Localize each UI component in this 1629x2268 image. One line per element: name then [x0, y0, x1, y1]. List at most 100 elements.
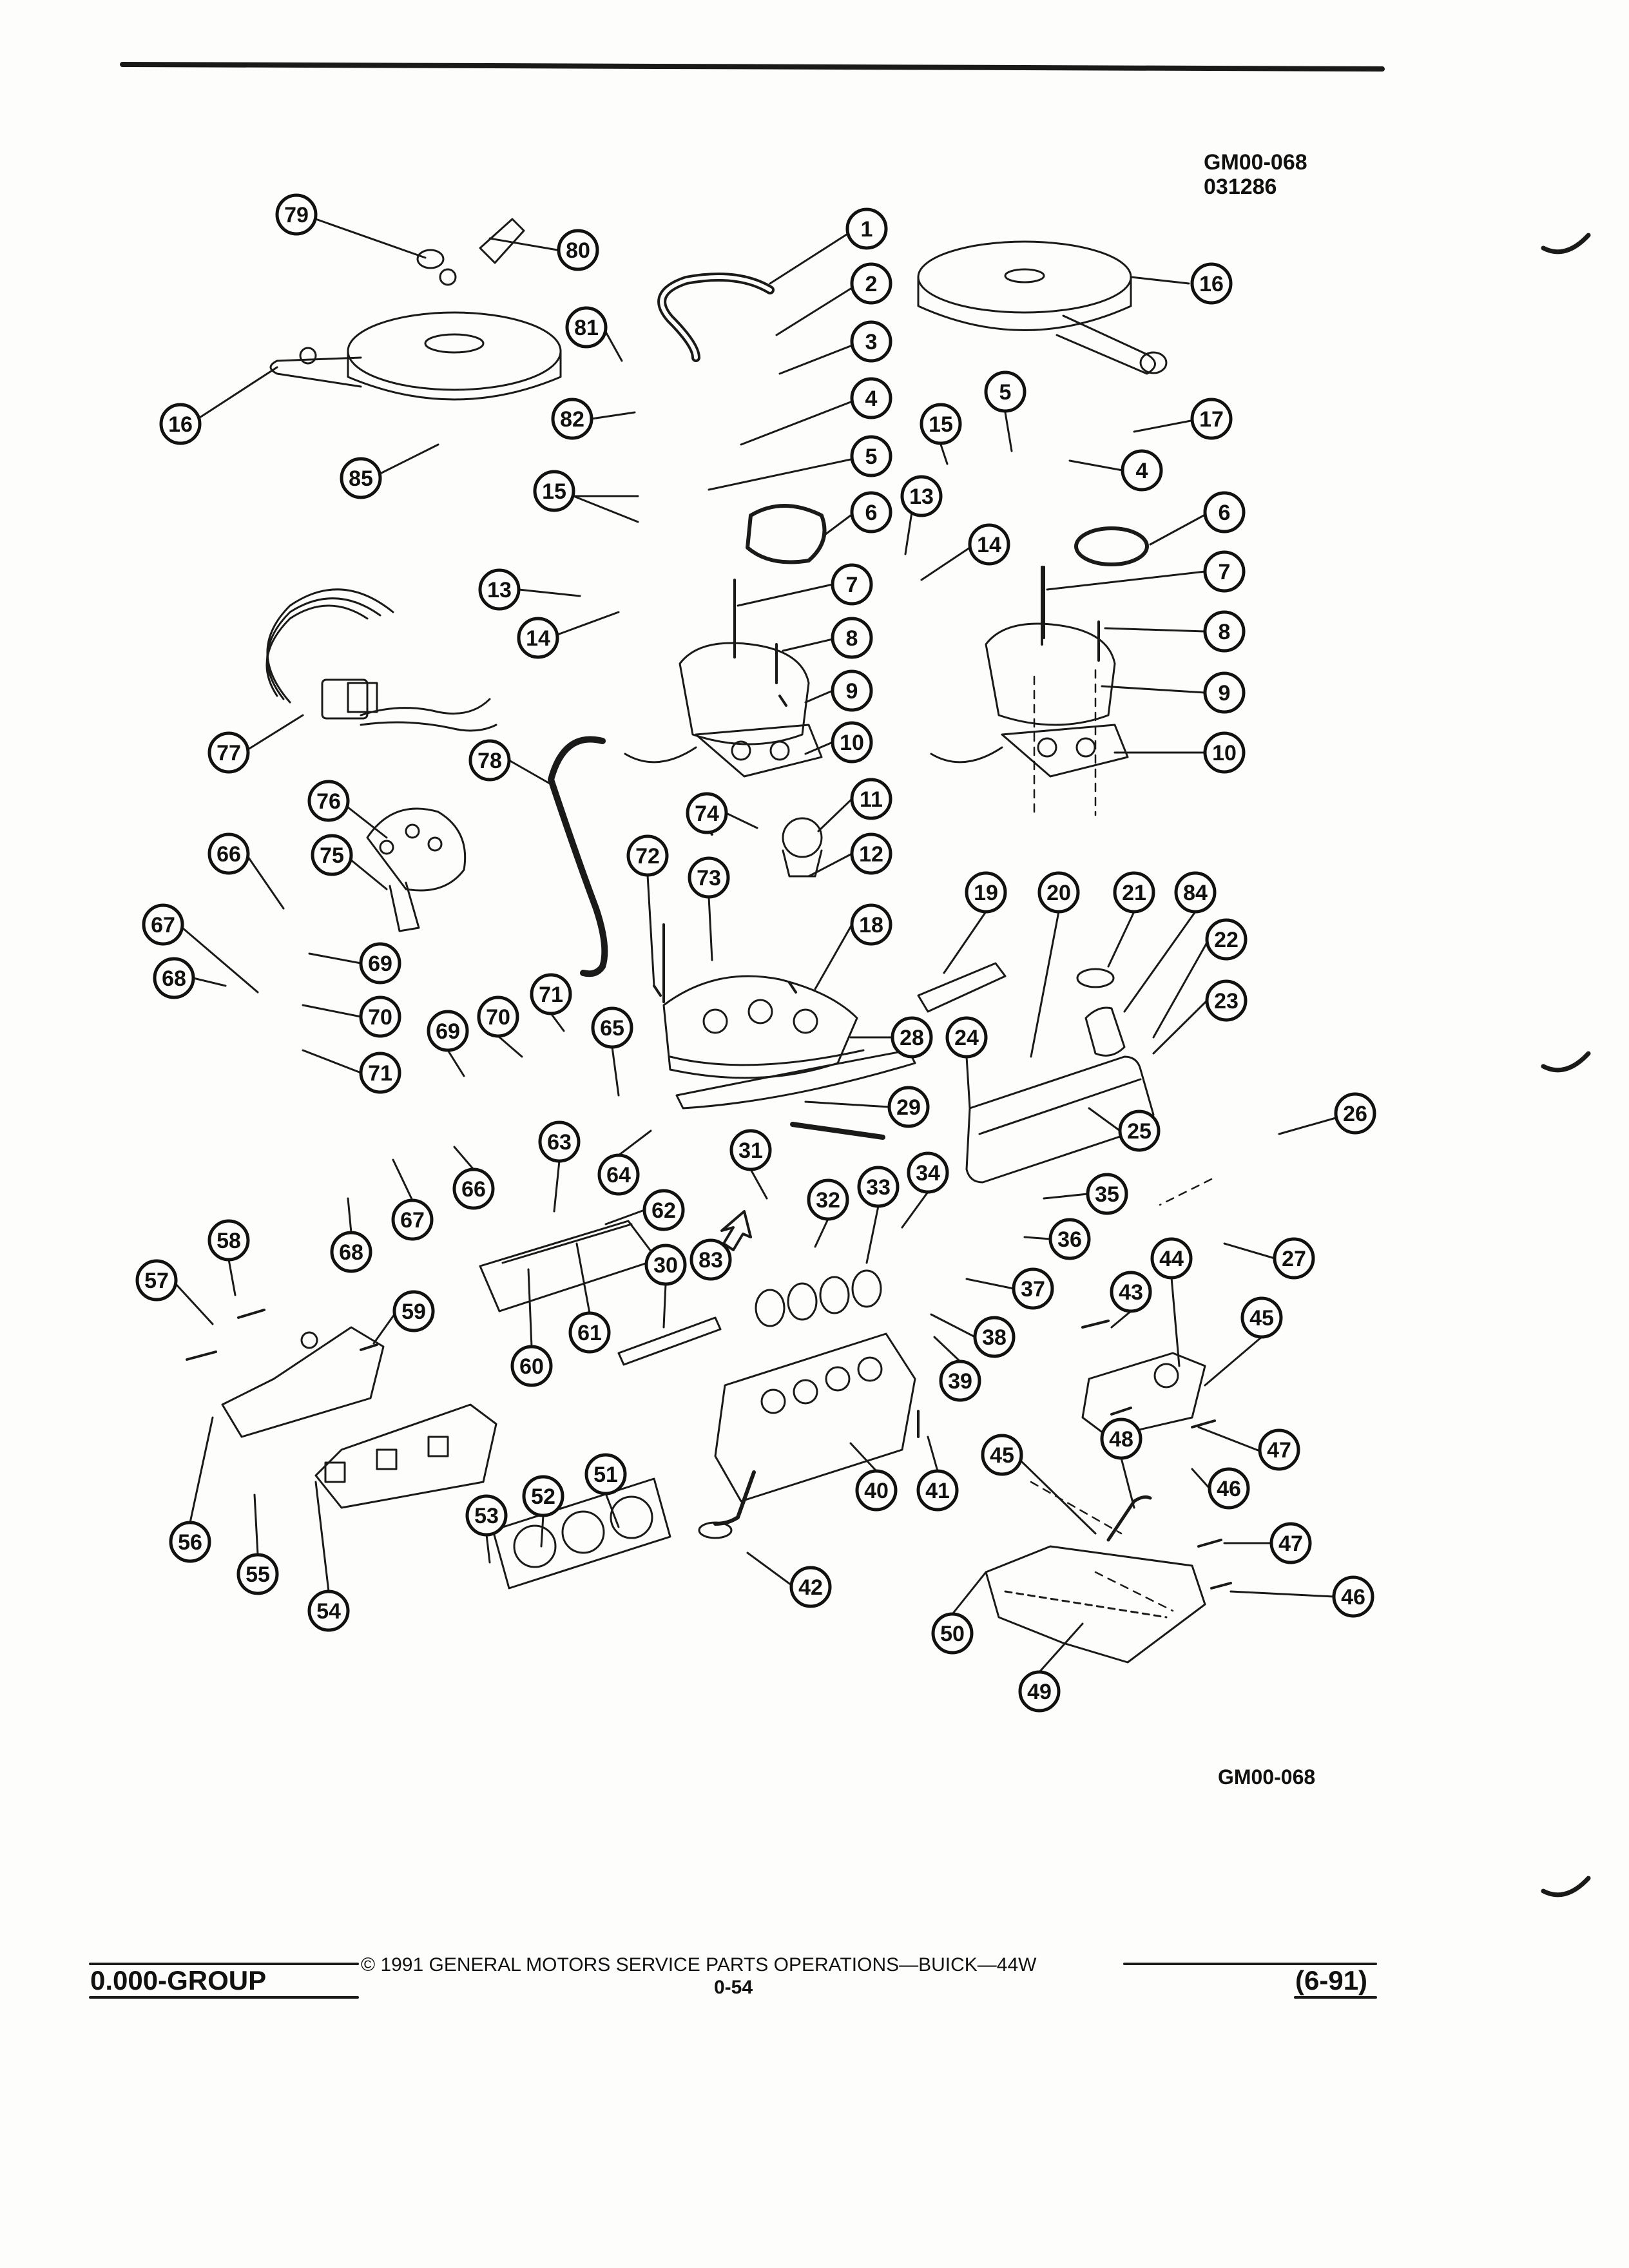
intake-manifold	[662, 975, 865, 1079]
lifter-cover	[479, 1220, 659, 1312]
callout-56: 56	[169, 1521, 211, 1563]
callout-circle	[857, 1166, 900, 1208]
bracket-19	[917, 962, 1007, 1013]
callout-number: 15	[929, 412, 953, 437]
callout-4: 4	[850, 377, 892, 419]
callout-68: 68	[153, 957, 195, 999]
pushrod-guide	[617, 1316, 722, 1366]
callout-68: 68	[330, 1231, 372, 1273]
callout-46: 46	[1208, 1467, 1250, 1510]
callout-15: 15	[920, 403, 962, 445]
callout-13: 13	[900, 475, 943, 517]
egr-pipe	[548, 736, 608, 977]
callout-circle	[644, 1244, 687, 1286]
callout-83: 83	[689, 1238, 732, 1281]
callout-circle	[236, 1553, 279, 1595]
callout-circle	[1203, 550, 1246, 593]
callout-80: 80	[557, 229, 599, 271]
binder-mark-2	[1541, 1051, 1591, 1073]
callout-6: 6	[850, 491, 892, 533]
callout-circle	[135, 1259, 178, 1302]
callout-number: 64	[606, 1163, 631, 1187]
air-cleaner-left	[269, 311, 562, 401]
callout-number: 6	[865, 501, 878, 525]
callout-circle	[850, 377, 892, 419]
callout-number: 30	[653, 1253, 678, 1278]
callout-number: 67	[400, 1208, 425, 1233]
callout-number: 29	[896, 1095, 921, 1120]
callout-number: 67	[151, 913, 175, 937]
callout-77: 77	[207, 731, 250, 774]
leader-lines	[175, 218, 1337, 1673]
callout-number: 71	[368, 1061, 392, 1086]
callout-5: 5	[984, 370, 1027, 413]
callout-number: 36	[1057, 1227, 1082, 1252]
callout-number: 74	[695, 802, 719, 826]
callout-number: 11	[860, 787, 883, 812]
callout-circle	[1190, 262, 1233, 305]
callout-number: 26	[1343, 1102, 1367, 1126]
callout-circle	[1258, 1428, 1300, 1471]
callout-71: 71	[359, 1052, 401, 1094]
callout-circle	[597, 1153, 640, 1196]
callout-circle	[359, 1052, 401, 1094]
binder-mark-3	[1541, 1876, 1591, 1898]
callout-number: 53	[474, 1504, 499, 1528]
manifold-gasket	[675, 1049, 916, 1110]
callout-circle	[973, 1316, 1016, 1358]
callout-circle	[307, 780, 350, 822]
callout-number: 66	[461, 1177, 486, 1202]
callout-circle	[831, 721, 873, 764]
callout-circle	[850, 320, 892, 363]
callout-number: 13	[909, 485, 934, 509]
callout-circle	[517, 617, 559, 659]
callout-circle	[427, 1010, 469, 1052]
callout-circle	[850, 491, 892, 533]
callout-number: 40	[864, 1479, 889, 1503]
callout-12: 12	[850, 832, 892, 875]
callout-70: 70	[477, 995, 519, 1038]
pcv-hose	[657, 273, 775, 362]
callout-number: 10	[840, 731, 864, 755]
callout-number: 47	[1267, 1438, 1291, 1463]
callout-2: 2	[850, 262, 892, 305]
callout-74: 74	[686, 792, 728, 834]
callout-circle	[1174, 871, 1217, 914]
callout-number: 70	[486, 1005, 510, 1030]
callout-33: 33	[857, 1166, 900, 1208]
callout-number: 84	[1183, 881, 1208, 905]
callout-number: 68	[339, 1240, 363, 1265]
heat-shield-left	[221, 1326, 385, 1438]
callout-number: 46	[1217, 1477, 1241, 1501]
callout-number: 18	[859, 913, 883, 937]
callout-62: 62	[642, 1189, 685, 1231]
callout-8: 8	[1203, 610, 1246, 653]
callout-circle	[1121, 449, 1163, 492]
callout-number: 17	[1199, 407, 1224, 432]
callout-circle	[850, 832, 892, 875]
callout-circle	[642, 1189, 685, 1231]
callout-circle	[845, 207, 888, 250]
callout-48: 48	[1100, 1418, 1142, 1460]
callout-circle	[1100, 1418, 1142, 1460]
callout-circle	[522, 1475, 564, 1517]
callout-72: 72	[626, 834, 669, 877]
callout-number: 47	[1278, 1532, 1303, 1556]
callout-circle	[1205, 918, 1248, 961]
callout-circle	[359, 995, 401, 1038]
callout-circle	[688, 856, 730, 899]
callout-number: 62	[651, 1198, 676, 1223]
callout-circle	[330, 1231, 372, 1273]
callout-number: 76	[316, 789, 341, 814]
callout-73: 73	[688, 856, 730, 899]
callout-number: 28	[900, 1026, 924, 1050]
callout-number: 59	[401, 1300, 426, 1324]
exhaust-manifold-left	[314, 1403, 497, 1509]
head-gasket	[492, 1477, 671, 1590]
callout-number: 25	[1127, 1119, 1152, 1144]
callout-71: 71	[530, 973, 572, 1015]
callout-number: 31	[738, 1139, 763, 1163]
carburetor-left	[624, 579, 823, 778]
